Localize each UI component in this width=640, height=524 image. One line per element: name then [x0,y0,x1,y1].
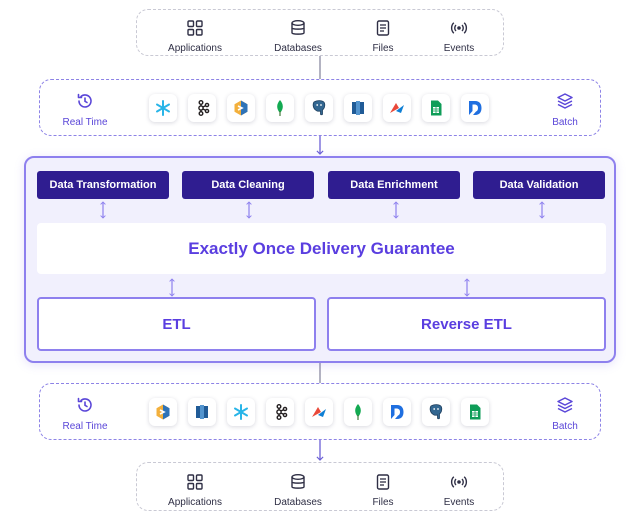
destination-events[interactable]: Events [419,473,499,508]
destination-databases[interactable]: Databases [258,473,338,508]
data-transformation-step[interactable]: Data Transformation [37,171,169,199]
data-cleaning-step[interactable]: Data Cleaning [182,171,314,199]
azure-data-factory-icon [390,103,404,113]
data-enrichment-step[interactable]: Data Enrichment [328,171,460,199]
dbt-tile[interactable] [383,398,411,426]
egress-connectors-box: Real Time [39,383,601,440]
dbt-tile[interactable] [461,94,489,122]
layers-icon [557,397,573,413]
mongodb-icon [277,100,283,116]
processing-panel: Data Transformation Data Cleaning Data E… [24,156,616,363]
google-sheets-icon [431,100,442,116]
mongodb-icon [355,404,361,420]
google-sheets-icon [470,404,481,420]
amazon-redshift-icon [196,405,208,419]
destination-label: Applications [168,497,222,508]
reverse-etl-block[interactable]: Reverse ETL [327,297,606,351]
snowflake-tile[interactable] [149,94,177,122]
snowflake-icon [234,404,248,420]
amazon-redshift-tile[interactable] [344,94,372,122]
mongodb-tile[interactable] [344,398,372,426]
batch-mode[interactable]: Batch [535,92,595,128]
snowflake-tile[interactable] [227,398,255,426]
postgresql-tile[interactable] [422,398,450,426]
postgresql-icon [312,100,326,116]
kafka-icon [198,100,210,116]
amazon-s3-icon [234,100,248,116]
file-icon [376,20,390,36]
refresh-clock-icon [77,93,92,108]
snowflake-icon [156,100,170,116]
file-icon [376,474,390,490]
azure-data-factory-tile[interactable] [383,94,411,122]
destination-files[interactable]: Files [343,473,423,508]
azure-data-factory-icon [312,407,326,417]
amazon-s3-tile[interactable] [149,398,177,426]
kafka-icon [276,404,288,420]
dbt-icon [469,101,482,115]
ingest-connectors-box: Real Time [39,79,601,136]
batch-label: Batch [552,421,578,432]
batch-mode[interactable]: Batch [535,396,595,432]
source-databases[interactable]: Databases [258,19,338,54]
source-events[interactable]: Events [419,19,499,54]
real-time-mode[interactable]: Real Time [55,396,115,432]
google-sheets-tile[interactable] [461,398,489,426]
google-sheets-tile[interactable] [422,94,450,122]
source-label: Applications [168,43,222,54]
database-icon [291,474,305,489]
dbt-icon [391,405,404,419]
destination-label: Events [443,497,475,508]
kafka-tile[interactable] [188,94,216,122]
source-label: Files [372,43,394,54]
destinations-box: Applications Databases Files Events [136,462,504,511]
destination-label: Files [372,497,394,508]
amazon-s3-tile[interactable] [227,94,255,122]
database-icon [291,20,305,35]
processing-arrows [100,201,545,297]
grid-icon [187,474,203,490]
real-time-label: Real Time [62,421,108,432]
broadcast-icon [450,476,468,488]
sources-box: Applications Databases Files Events [136,9,504,56]
source-label: Events [443,43,475,54]
data-validation-step[interactable]: Data Validation [473,171,605,199]
batch-label: Batch [552,117,578,128]
amazon-redshift-tile[interactable] [188,398,216,426]
mongodb-tile[interactable] [266,94,294,122]
real-time-label: Real Time [62,117,108,128]
refresh-clock-icon [77,397,92,412]
kafka-tile[interactable] [266,398,294,426]
source-applications[interactable]: Applications [155,19,235,54]
grid-icon [187,20,203,36]
real-time-mode[interactable]: Real Time [55,92,115,128]
destination-label: Databases [274,497,322,508]
source-files[interactable]: Files [343,19,423,54]
amazon-s3-icon [156,404,170,420]
azure-data-factory-tile[interactable] [305,398,333,426]
postgresql-icon [429,404,443,420]
delivery-guarantee-banner: Exactly Once Delivery Guarantee [37,223,606,274]
broadcast-icon [450,22,468,34]
etl-block[interactable]: ETL [37,297,316,351]
amazon-redshift-icon [352,101,364,115]
source-label: Databases [274,43,322,54]
destination-applications[interactable]: Applications [155,473,235,508]
postgresql-tile[interactable] [305,94,333,122]
layers-icon [557,93,573,109]
